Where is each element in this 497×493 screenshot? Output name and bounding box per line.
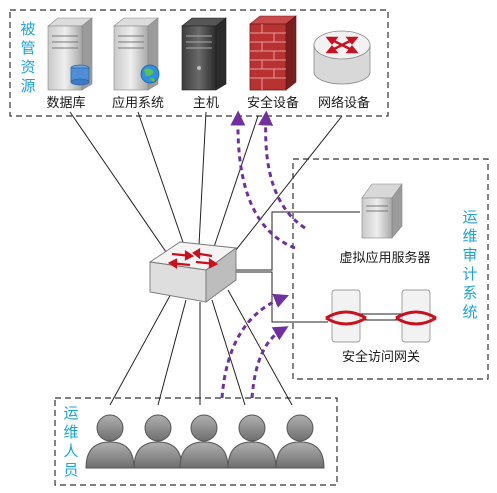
router-icon <box>313 30 371 85</box>
security-gateway-label: 安全访问网关 <box>342 349 420 365</box>
resource-label-host: 主机 <box>193 96 219 111</box>
database-server-icon <box>47 17 93 91</box>
ops-staff-box <box>54 397 338 486</box>
resource-label-security: 安全设备 <box>247 95 299 111</box>
person-icon <box>133 414 183 469</box>
audit-system-box <box>292 158 489 380</box>
network-links <box>69 111 402 406</box>
virtual-app-server-label: 虚拟应用服务器 <box>339 250 430 266</box>
person-icon <box>85 414 135 469</box>
resource-label-application: 应用系统 <box>112 95 164 111</box>
resource-label-database: 数据库 <box>46 95 85 111</box>
access-flow-arrows <box>220 110 306 399</box>
ops-staff-title: 运维人员 <box>63 404 78 479</box>
application-server-icon <box>113 17 160 91</box>
managed-resources-box <box>9 9 389 117</box>
firewall-icon <box>249 15 297 91</box>
ops-staff-people <box>85 414 325 469</box>
person-icon <box>179 414 229 469</box>
person-icon <box>275 414 325 469</box>
virtual-app-server-icon <box>361 183 403 239</box>
audit-system-title: 运维审计系统 <box>462 208 477 321</box>
person-icon <box>227 414 277 469</box>
managed-resources-title: 被管资源 <box>20 20 35 95</box>
security-gateway-icon <box>325 289 437 343</box>
resource-label-network: 网络设备 <box>318 95 370 111</box>
host-server-icon <box>181 17 227 91</box>
switch-icon <box>148 241 238 303</box>
